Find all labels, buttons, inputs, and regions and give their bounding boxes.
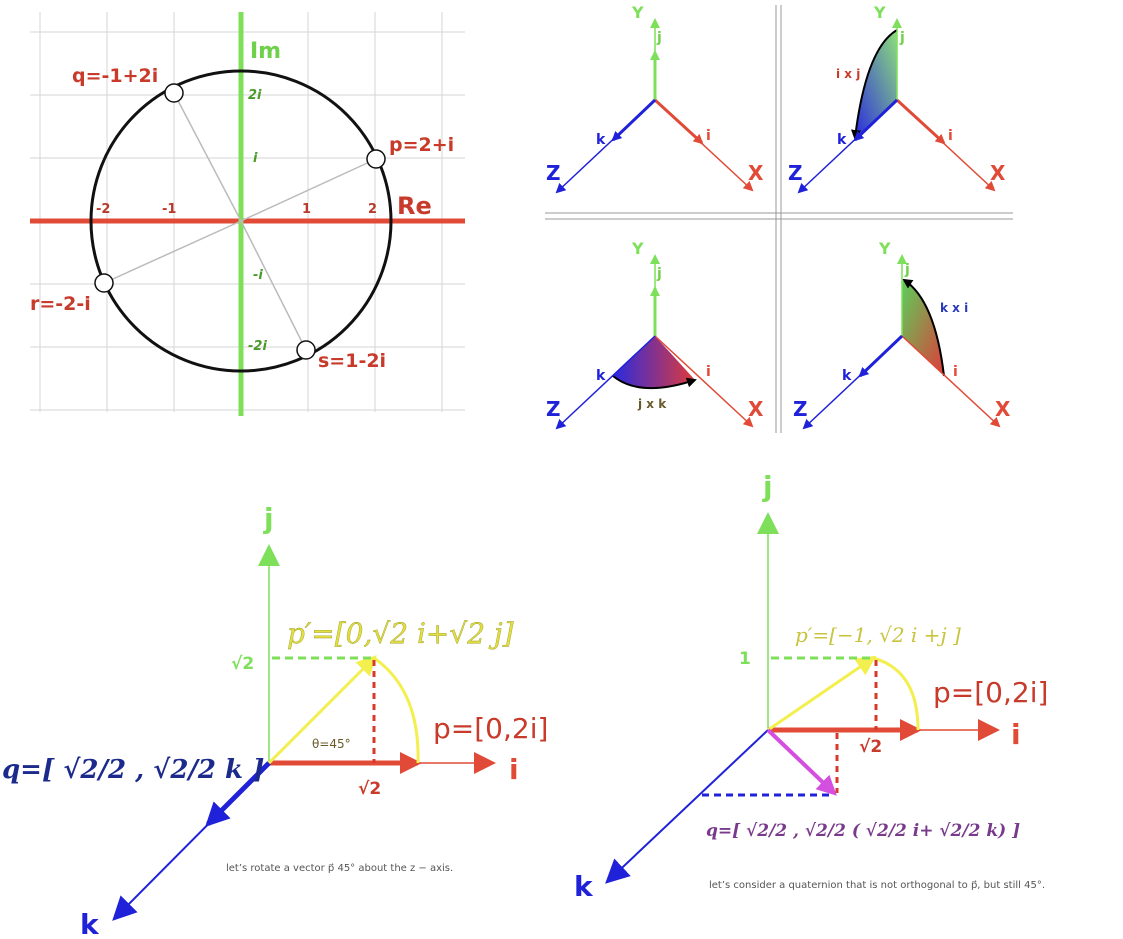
axis-label-re: Re <box>397 192 432 220</box>
label-z: Z <box>793 397 808 421</box>
label-j: j <box>904 262 910 278</box>
label-y: Y <box>878 239 891 258</box>
re-tick: 2 <box>368 202 377 217</box>
label-x: X <box>990 161 1006 185</box>
panel-k-cross-i: Y j i k X Z k x i <box>793 239 1011 430</box>
sqrt2-x-label: √2 <box>859 737 882 757</box>
label-j: j <box>656 30 662 46</box>
complex-plane: Im Re -2 -1 1 2 2i i -i -2i q=-1+2i p=2+… <box>30 12 465 416</box>
grid <box>30 12 465 412</box>
p-label: p=[0,2i] <box>933 676 1048 709</box>
q-label: q=[ √2/2 , √2/2 ( √2/2 i+ √2/2 k) ] <box>706 821 1020 841</box>
axis-label-im: Im <box>250 39 281 64</box>
label-z: Z <box>788 161 803 185</box>
cross-label-ixj: i x j <box>836 67 860 81</box>
sqrt2-y-label: √2 <box>231 654 254 674</box>
label-z: Z <box>546 397 561 421</box>
sqrt2-x-label: √2 <box>358 779 381 799</box>
cross-label-jxk: j x k <box>637 397 667 411</box>
re-tick: -1 <box>162 202 176 217</box>
point-s <box>296 340 316 360</box>
point-label-p: p=2+i <box>389 134 454 156</box>
label-z: Z <box>546 161 561 185</box>
q-label: q=[ √2/2 , √2/2 k ] <box>2 755 264 785</box>
panel-basis: Y j i k X Z <box>546 3 764 194</box>
panel-i-cross-j: Y j i k X Z i x j <box>788 3 1006 194</box>
re-tick: -2 <box>96 202 110 217</box>
point-p <box>366 149 386 169</box>
point-q <box>164 83 184 103</box>
theta-label: θ=45° <box>312 737 351 751</box>
im-tick: -i <box>253 268 263 283</box>
label-i: i <box>948 128 953 144</box>
label-i: i <box>953 364 958 380</box>
im-tick: 2i <box>248 88 262 103</box>
im-tick: -2i <box>248 339 267 354</box>
caption-right: let’s consider a quaternion that is not … <box>709 880 1045 891</box>
axis-label-k: k <box>80 908 100 939</box>
label-j: j <box>656 266 662 282</box>
rotation-left: j i k p=[0,2i] p′=[0,√2 i+√2 j] √2 √2 θ=… <box>2 502 548 939</box>
point-label-q: q=-1+2i <box>72 65 158 87</box>
label-x: X <box>748 397 764 421</box>
cross-label-kxi: k x i <box>940 301 968 315</box>
point-label-s: s=1-2i <box>318 350 386 372</box>
caption-left: let’s rotate a vector p⃗ 45° about the z… <box>226 863 454 874</box>
label-j: j <box>899 30 905 46</box>
panel-dividers <box>545 5 1013 433</box>
p-prime-label: p′=[−1, √2 i +j ] <box>795 623 961 647</box>
panel-j-cross-k: Y j i k X Z j x k <box>546 239 764 430</box>
p-prime-label: p′=[0,√2 i+√2 j] <box>287 617 514 650</box>
label-i: i <box>706 364 711 380</box>
label-i: i <box>706 128 711 144</box>
label-k: k <box>837 132 847 148</box>
re-tick: 1 <box>302 202 311 217</box>
label-x: X <box>995 397 1011 421</box>
label-k: k <box>596 132 606 148</box>
label-y: Y <box>873 3 886 22</box>
im-tick: i <box>253 151 258 166</box>
label-k: k <box>842 368 852 384</box>
axis-label-i: i <box>1011 718 1021 751</box>
cross-product-panels: Y j i k X Z Y j i k X Z i x j <box>545 3 1013 433</box>
point-r <box>94 273 114 293</box>
label-x: X <box>748 161 764 185</box>
p-label: p=[0,2i] <box>433 712 548 745</box>
rotation-right: j i k p=[0,2i] p′=[−1, √2 i +j ] 1 √2 q=… <box>574 470 1048 903</box>
axis-label-i: i <box>509 753 519 786</box>
label-y: Y <box>631 239 644 258</box>
unit-circle <box>89 69 393 373</box>
axis-label-j: j <box>263 502 274 535</box>
point-label-r: r=-2-i <box>30 293 91 315</box>
one-y-label: 1 <box>739 649 751 669</box>
axis-label-j: j <box>762 470 773 503</box>
radius-lines <box>103 92 377 351</box>
label-y: Y <box>631 3 644 22</box>
axis-label-k: k <box>574 870 594 903</box>
label-k: k <box>596 368 606 384</box>
